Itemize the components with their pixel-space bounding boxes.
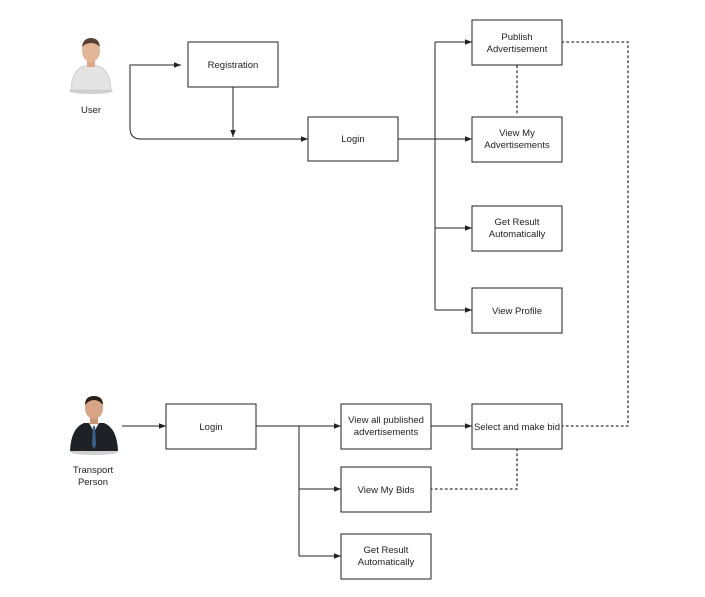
dotted-links	[430, 41, 629, 490]
connectors	[122, 39, 472, 559]
select-and-make-bid-box[interactable]: Select and make bid	[471, 403, 563, 450]
user-actor: User	[69, 38, 113, 116]
select-bid-label: Select and make bid	[474, 422, 560, 433]
view-my-bids-label: View My Bids	[358, 485, 415, 496]
transport-login-label: Login	[199, 422, 222, 433]
user-result-label-line2: Automatically	[489, 229, 546, 240]
transport-result-label-line2: Automatically	[358, 557, 415, 568]
transport-login-box[interactable]: Login	[165, 403, 257, 450]
transport-person-actor: Transport Person	[70, 396, 118, 488]
publish-label-line1: Publish	[501, 32, 532, 43]
registration-label: Registration	[208, 60, 259, 71]
publish-label-line2: Advertisement	[487, 44, 548, 55]
view-my-advertisements-box[interactable]: View My Advertisements	[471, 116, 563, 163]
transport-get-result-box[interactable]: Get Result Automatically	[340, 533, 432, 580]
view-all-label-line2: advertisements	[354, 427, 419, 438]
person-business-icon	[70, 396, 118, 455]
registration-box[interactable]: Registration	[187, 41, 279, 88]
person-casual-icon	[69, 38, 113, 94]
transport-result-label-line1: Get Result	[364, 545, 409, 556]
user-label: User	[81, 105, 101, 116]
view-profile-label: View Profile	[492, 306, 542, 317]
transport-label-line1: Transport	[73, 465, 114, 476]
connector-user-login	[129, 127, 308, 142]
transport-label-line2: Person	[78, 477, 108, 488]
dotted-publish-selectbid	[561, 41, 629, 427]
user-login-label: Login	[341, 134, 364, 145]
view-all-label-line1: View all published	[348, 415, 424, 426]
connector-user-registration	[129, 62, 181, 128]
publish-advertisement-box[interactable]: Publish Advertisement	[471, 19, 563, 66]
view-my-bids-box[interactable]: View My Bids	[340, 466, 432, 513]
view-all-published-box[interactable]: View all published advertisements	[340, 403, 432, 450]
user-login-box[interactable]: Login	[307, 116, 399, 162]
view-profile-box[interactable]: View Profile	[471, 287, 563, 334]
dotted-selectbid-viewbids	[430, 448, 518, 490]
view-my-ads-label-line2: Advertisements	[484, 140, 550, 151]
user-result-label-line1: Get Result	[495, 217, 540, 228]
user-get-result-box[interactable]: Get Result Automatically	[471, 205, 563, 252]
view-my-ads-label-line1: View My	[499, 128, 535, 139]
